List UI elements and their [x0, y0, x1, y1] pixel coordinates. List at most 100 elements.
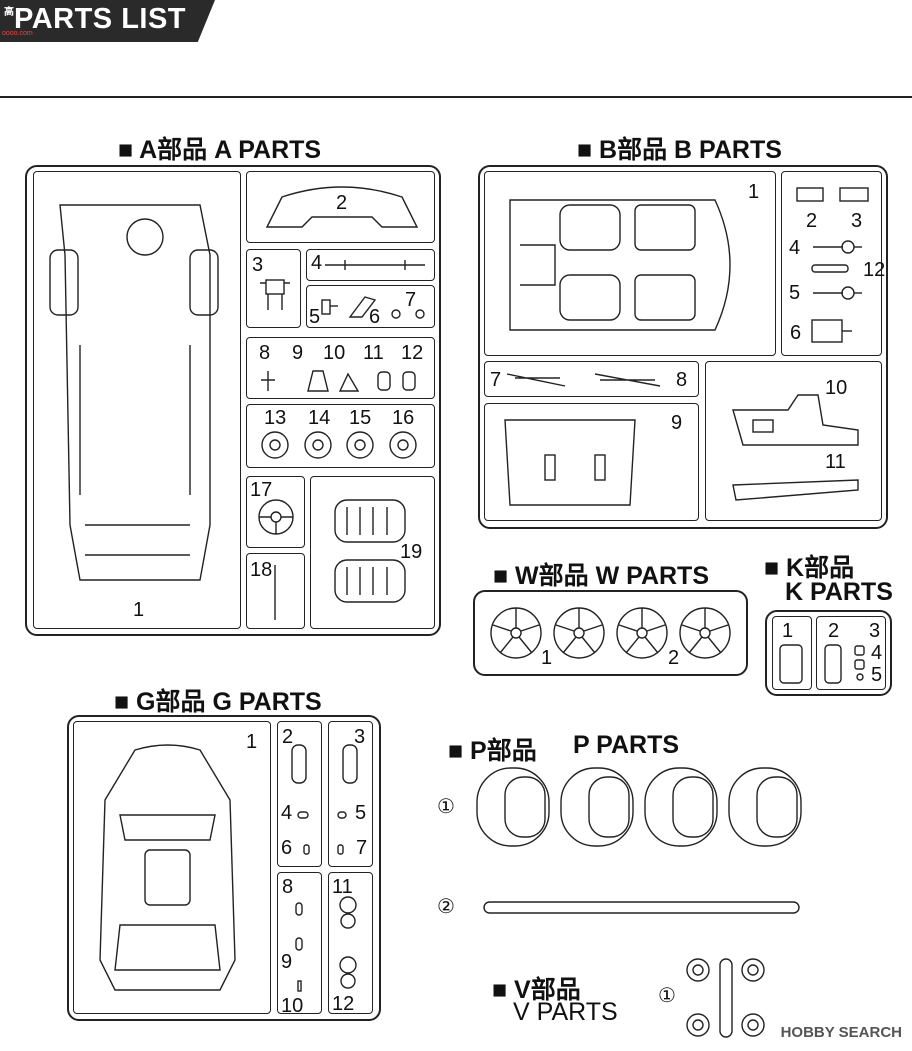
section-title-w: ■ W部品 W PARTS	[493, 562, 710, 590]
b-cell-9	[484, 403, 699, 521]
tires-drawing	[476, 767, 802, 847]
section-title-p-en: P PARTS	[573, 731, 680, 759]
sprue-frame-g	[67, 715, 381, 1021]
part-number-g3: 3	[354, 726, 366, 748]
seats-drawing	[334, 499, 406, 603]
section-title-k-en: K PARTS	[785, 578, 893, 606]
part-number-g1: 1	[246, 731, 258, 753]
a-cell-3	[246, 249, 301, 328]
a-part-2-drawing	[265, 186, 419, 228]
part-number-b11: 11	[825, 451, 846, 473]
part-number-b4: 4	[789, 237, 801, 259]
part-number-b6: 6	[790, 322, 802, 344]
part-number-a1: 1	[133, 599, 145, 621]
b-part-2-3-drawing	[796, 187, 869, 202]
k-cell-1	[772, 616, 812, 690]
part-number-a3: 3	[252, 254, 264, 276]
part-number-b5: 5	[789, 282, 801, 304]
dashboard-wing-drawing	[732, 394, 859, 501]
b-cell-7-8	[484, 361, 699, 397]
watermark-logo: 高	[4, 7, 14, 18]
part-number-a4: 4	[311, 252, 323, 274]
part-number-b10: 10	[825, 377, 848, 399]
part-number-g9: 9	[281, 951, 293, 973]
wheels-drawing	[490, 607, 731, 659]
wiper-drawing	[506, 373, 661, 387]
a-cell-1	[33, 171, 241, 629]
part-number-k1: 1	[782, 620, 794, 642]
b-cell-1	[484, 171, 776, 356]
part-number-p1: ①	[437, 794, 455, 818]
sprue-frame-a	[25, 165, 441, 636]
a-cell-13-16	[246, 404, 435, 468]
part-number-g7: 7	[356, 837, 368, 859]
part-number-v1: ①	[658, 983, 676, 1007]
a-cell-18	[246, 553, 305, 629]
a-part-5-7-drawing	[321, 296, 425, 319]
part-number-a15: 15	[349, 407, 372, 429]
part-number-b12: 12	[863, 259, 886, 281]
g-cell-3-7	[328, 721, 373, 867]
part-number-a17: 17	[250, 479, 273, 501]
a-cell-17	[246, 476, 305, 548]
part-number-a6: 6	[369, 306, 381, 328]
body-shell-drawing	[99, 744, 236, 991]
chassis-drawing	[49, 204, 219, 581]
g-part-2-7-drawing	[291, 744, 358, 855]
interior-tub-drawing	[509, 199, 731, 331]
part-number-a12: 12	[401, 342, 424, 364]
part-number-b2: 2	[806, 210, 818, 232]
a-part-3-drawing	[260, 279, 290, 310]
part-number-k5: 5	[871, 664, 883, 686]
part-number-a7: 7	[405, 289, 417, 311]
a-cell-5	[306, 285, 435, 328]
part-number-b8: 8	[676, 369, 688, 391]
part-number-a2: 2	[336, 192, 348, 214]
a-cell-8-12	[246, 337, 435, 399]
part-number-a5: 5	[309, 306, 321, 328]
a-part-8-12-drawing	[261, 370, 416, 392]
section-title-p: ■ P部品	[448, 737, 537, 765]
part-number-g2: 2	[282, 726, 294, 748]
k-parts-drawing	[779, 644, 865, 684]
g-cell-11-12	[328, 872, 373, 1014]
part-number-p2: ②	[437, 894, 455, 918]
header-banner	[0, 0, 215, 42]
part-number-a10: 10	[323, 342, 346, 364]
part-number-w1: 1	[541, 647, 553, 669]
a-part-4-drawing	[325, 260, 425, 270]
tube-drawing	[483, 901, 800, 914]
part-number-g8: 8	[282, 876, 294, 898]
steering-wheel-drawing	[258, 499, 294, 535]
part-number-k2: 2	[828, 620, 840, 642]
part-number-b9: 9	[671, 412, 683, 434]
part-number-b7: 7	[490, 369, 502, 391]
floor-panel-drawing	[504, 419, 636, 506]
section-title-v: ■ V部品	[492, 976, 581, 1004]
watermark-hobby-search: HOBBY SEARCH	[780, 1024, 902, 1041]
b-cell-2-6	[781, 171, 882, 356]
section-title-k: ■ K部品	[764, 554, 855, 582]
part-number-a11: 11	[363, 342, 384, 364]
part-number-k4: 4	[871, 642, 883, 664]
g-cell-1	[73, 721, 271, 1014]
part-number-b1: 1	[748, 181, 760, 203]
section-title-b: ■ B部品 B PARTS	[577, 136, 782, 164]
part-number-k3: 3	[869, 620, 881, 642]
v-parts-drawing	[686, 958, 765, 1038]
section-title-g: ■ G部品 G PARTS	[114, 688, 322, 716]
part-number-a13: 13	[264, 407, 287, 429]
part-number-a18: 18	[250, 559, 273, 581]
part-number-a9: 9	[292, 342, 304, 364]
a-part-18-drawing	[274, 565, 276, 620]
sprue-frame-w	[473, 590, 748, 676]
part-number-g4: 4	[281, 802, 293, 824]
k-cell-2-5	[816, 616, 886, 690]
part-number-a19: 19	[400, 541, 423, 563]
part-number-g11: 11	[332, 876, 353, 898]
g-cell-2-6	[277, 721, 322, 867]
g-part-8-12-drawing	[295, 896, 357, 992]
part-number-g5: 5	[355, 802, 367, 824]
b-part-4-6-drawing	[811, 240, 862, 343]
page-title: PARTS LIST	[14, 3, 187, 35]
